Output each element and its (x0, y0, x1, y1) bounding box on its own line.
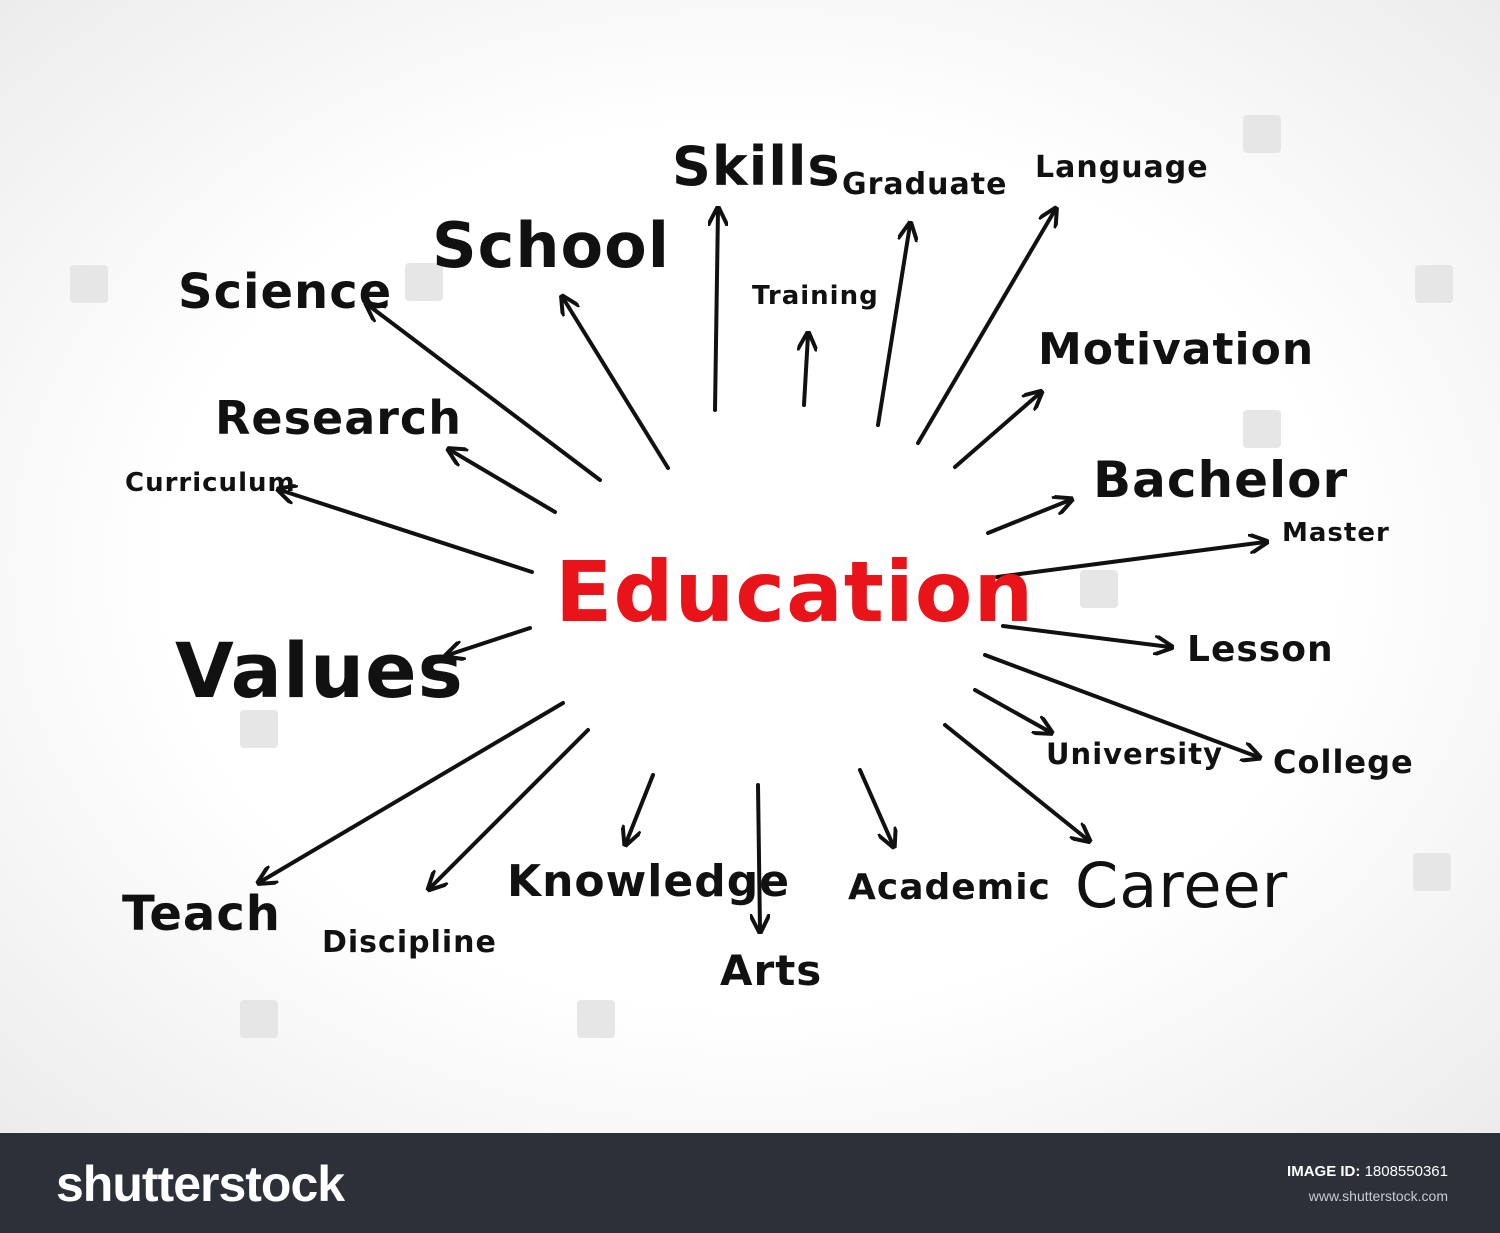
node-training: Training (752, 281, 879, 311)
arrow-curriculum (280, 490, 534, 574)
watermark-icon (240, 1000, 278, 1038)
footer-bar: shutterstock IMAGE ID: 1808550361 www.sh… (0, 1133, 1500, 1233)
arrow-teach (260, 701, 565, 882)
arrow-university (973, 688, 1050, 732)
node-skills: Skills (672, 135, 841, 198)
arrow-discipline (430, 728, 590, 888)
node-master: Master (1282, 518, 1390, 548)
node-language: Language (1035, 150, 1209, 185)
node-arts: Arts (720, 946, 823, 995)
node-career: Career (1075, 849, 1289, 922)
node-values: Values (175, 626, 464, 715)
node-lesson: Lesson (1187, 629, 1334, 670)
node-graduate: Graduate (842, 167, 1008, 202)
arrow-graduate (876, 225, 910, 427)
watermark-icon (1415, 265, 1453, 303)
arrow-values (448, 626, 532, 655)
arrow-arts (758, 783, 760, 930)
site-url[interactable]: www.shutterstock.com (1308, 1188, 1448, 1204)
node-academic: Academic (848, 867, 1051, 908)
node-college: College (1273, 743, 1414, 781)
node-motivation: Motivation (1038, 324, 1315, 375)
arrow-language (916, 210, 1055, 445)
arrow-college (983, 653, 1258, 757)
watermark-icon (1243, 115, 1281, 153)
node-bachelor: Bachelor (1093, 451, 1349, 509)
node-university: University (1046, 737, 1223, 771)
node-teach: Teach (122, 886, 281, 942)
node-science: Science (178, 264, 393, 320)
arrow-knowledge (626, 773, 655, 843)
arrow-master (995, 542, 1265, 579)
watermark-icon (577, 1000, 615, 1038)
image-id-value: 1808550361 (1364, 1163, 1448, 1180)
watermark-icon (405, 263, 443, 301)
arrow-bachelor (986, 500, 1070, 535)
center-topic: Education (555, 543, 1035, 641)
watermark-icon (1413, 853, 1451, 891)
node-research: Research (215, 391, 462, 445)
node-knowledge: Knowledge (507, 856, 791, 907)
node-school: School (432, 209, 670, 282)
node-curriculum: Curriculum (125, 468, 296, 498)
arrow-science (368, 305, 602, 482)
arrows (0, 0, 1500, 1133)
node-discipline: Discipline (322, 925, 497, 960)
arrow-motivation (953, 393, 1040, 469)
arrow-skills (715, 210, 718, 412)
arrow-career (943, 723, 1088, 840)
image-id-label: IMAGE ID: (1287, 1163, 1361, 1180)
image-id: IMAGE ID: 1808550361 (1287, 1163, 1448, 1180)
arrow-school (563, 298, 670, 470)
arrow-research (450, 450, 557, 514)
arrow-lesson (1001, 624, 1170, 647)
watermark-icon (1243, 410, 1281, 448)
watermark-icon (70, 265, 108, 303)
brand-logo[interactable]: shutterstock (56, 1156, 345, 1212)
watermark-icon (240, 710, 278, 748)
mind-map-canvas: Education Skills Graduate Language Schoo… (0, 0, 1500, 1133)
arrow-training (804, 335, 808, 407)
watermark-icon (1080, 570, 1118, 608)
arrow-academic (858, 768, 893, 845)
